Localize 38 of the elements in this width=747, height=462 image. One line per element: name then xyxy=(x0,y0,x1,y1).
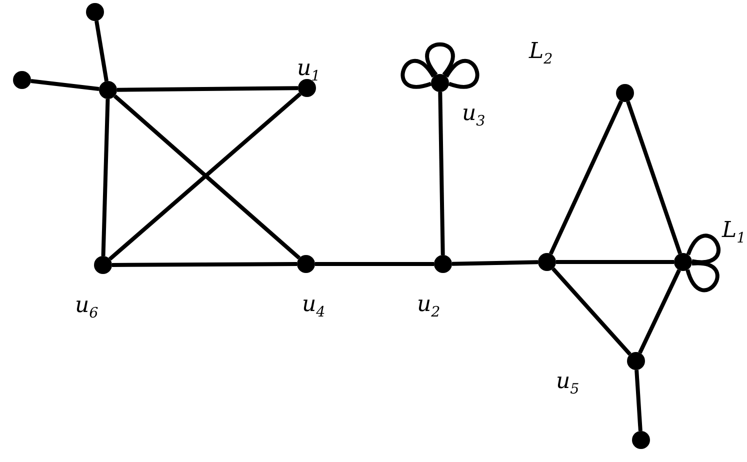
edge-line xyxy=(112,262,298,267)
vertex-dot xyxy=(632,431,650,449)
vertex-label: u$_{5}$ xyxy=(556,371,580,397)
vertex-dot xyxy=(674,253,692,271)
loop-edge xyxy=(444,58,480,89)
edge-line xyxy=(638,269,681,354)
vertex-dot xyxy=(298,79,316,97)
vertex-dot xyxy=(627,352,645,370)
vertex-dot xyxy=(538,253,556,271)
loop-edge xyxy=(686,234,720,264)
vertex-dot xyxy=(13,71,31,89)
loop-edge xyxy=(686,262,720,292)
edge-line xyxy=(452,260,538,266)
vertex-label: u$_{6}$ xyxy=(75,295,98,321)
edge-line xyxy=(626,100,682,254)
vertex-label: u$_{3}$ xyxy=(462,103,486,129)
edge-line xyxy=(30,79,100,91)
vertex-dot xyxy=(297,255,315,273)
edge-line xyxy=(548,100,624,255)
vertex-dot xyxy=(86,3,104,21)
edge-line xyxy=(116,86,298,92)
loop-edge xyxy=(425,42,455,76)
vertex-label: u$_{2}$ xyxy=(417,294,440,320)
edge-line xyxy=(101,98,110,256)
edge-line xyxy=(94,20,108,82)
vertex-dot xyxy=(434,255,452,273)
vertex-dot xyxy=(94,256,112,274)
edge-line xyxy=(556,260,674,264)
vertex-dot xyxy=(616,84,634,102)
vertex-label: u$_{1}$ xyxy=(297,58,320,84)
edge-line xyxy=(438,92,445,256)
edge-line xyxy=(315,262,434,266)
edge-line xyxy=(634,370,642,432)
vertex-dot xyxy=(431,74,449,92)
vertex-dot xyxy=(99,81,117,99)
vertex-label: u$_{4}$ xyxy=(302,294,326,320)
edge-line xyxy=(552,267,632,356)
loop-edge xyxy=(400,58,436,89)
